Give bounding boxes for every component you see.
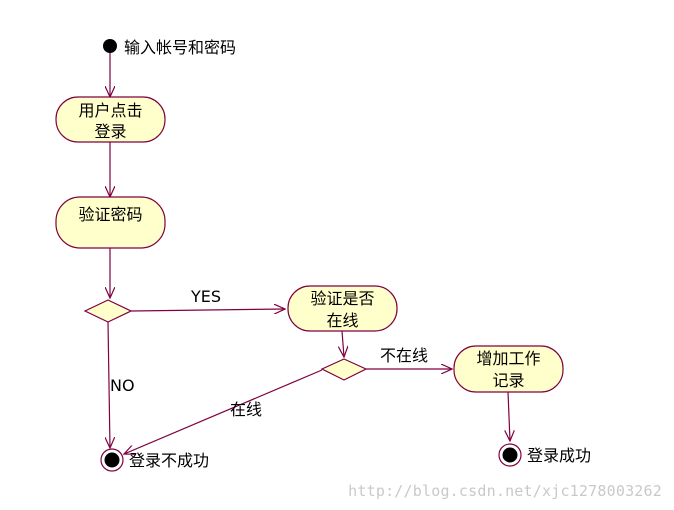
edge-online: [124, 369, 323, 454]
activity-user-login-line2: 登录: [94, 122, 126, 141]
edge-label-yes: YES: [190, 287, 221, 306]
end-fail-label: 登录不成功: [129, 451, 209, 470]
end-success: [498, 443, 522, 467]
start-dot: [103, 39, 117, 53]
edge-no: [108, 321, 110, 448]
activity-add-record-line2: 记录: [492, 371, 524, 390]
start-label: 输入帐号和密码: [124, 38, 236, 57]
edge-yes: [130, 309, 285, 311]
watermark: http://blog.csdn.net/xjc1278003262: [348, 482, 662, 500]
activity-verify-password: 验证密码: [55, 196, 166, 249]
decision-online: [320, 358, 368, 381]
edge-check-to-decision: [342, 330, 344, 357]
activity-user-login: 用户点击 登录: [55, 96, 166, 143]
edge-label-not-online: 不在线: [380, 346, 428, 365]
activity-check-online-line1: 验证是否: [310, 289, 374, 308]
activity-verify-password-label: 验证密码: [78, 205, 142, 224]
activity-check-online-line2: 在线: [326, 311, 358, 330]
activity-add-record: 增加工作 记录: [453, 345, 564, 393]
activity-user-login-line1: 用户点击: [78, 101, 142, 120]
edge-label-no: NO: [110, 376, 135, 395]
activity-add-record-line1: 增加工作: [476, 349, 540, 368]
edges: [108, 52, 510, 454]
end-success-label: 登录成功: [527, 446, 591, 465]
edge-record-to-end: [508, 391, 510, 441]
decision-password: [83, 299, 133, 323]
activity-check-online: 验证是否 在线: [287, 285, 398, 332]
end-fail: [100, 448, 124, 472]
edge-label-online: 在线: [230, 400, 262, 419]
